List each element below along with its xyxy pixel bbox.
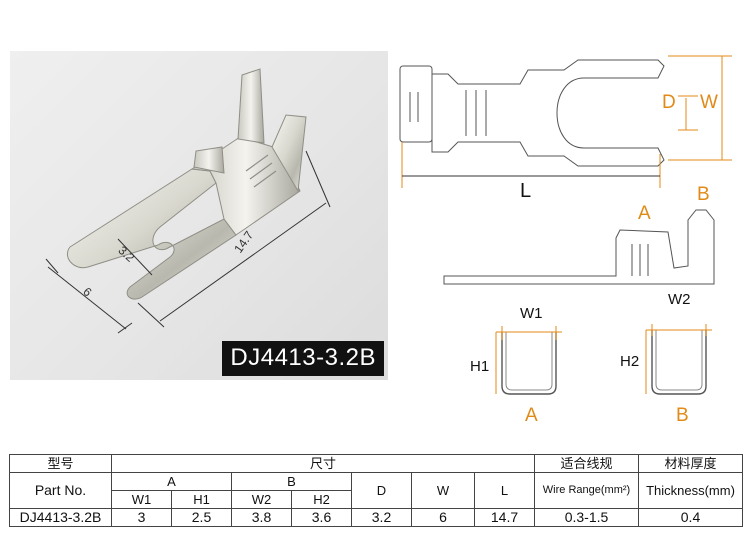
- cell-l: 14.7: [474, 508, 535, 527]
- side-view-outline: [443, 209, 715, 285]
- header-w2: W2: [231, 490, 292, 509]
- header-model-cn: 型号: [9, 454, 112, 473]
- header-w1: W1: [111, 490, 172, 509]
- header-w: W: [411, 472, 475, 509]
- cell-w: 6: [411, 508, 475, 527]
- label-a-section: A: [525, 405, 538, 426]
- section-b-outline: [651, 330, 707, 395]
- label-l: L: [520, 180, 532, 202]
- model-label: DJ4413-3.2B: [222, 341, 384, 376]
- label-h1: H1: [470, 358, 490, 375]
- header-size-cn: 尺寸: [111, 454, 535, 473]
- header-wire-cn: 适合线规: [534, 454, 639, 473]
- label-w2: W2: [668, 291, 691, 308]
- technical-drawing: [399, 55, 732, 395]
- label-d: D: [662, 92, 676, 113]
- header-row-groups: Part No. A B D W L Wire Range(mm²) Thick…: [9, 472, 743, 509]
- header-wire-range: Wire Range(mm²): [534, 472, 639, 509]
- header-part-no: Part No.: [9, 472, 112, 509]
- section-a-outline: [501, 332, 557, 395]
- header-d: D: [351, 472, 412, 509]
- header-thickness-cn: 材料厚度: [638, 454, 743, 473]
- table-row: DJ4413-3.2B 3 2.5 3.8 3.6 3.2 6 14.7 0.3…: [9, 508, 743, 527]
- cell-h1: 2.5: [171, 508, 232, 527]
- cell-wire-range: 0.3-1.5: [534, 508, 639, 527]
- label-w: W: [700, 92, 718, 113]
- label-b-side: B: [697, 184, 710, 205]
- header-h1: H1: [171, 490, 232, 509]
- cell-d: 3.2: [351, 508, 412, 527]
- spec-table: 型号 尺寸 适合线规 材料厚度 Part No. A B D W L Wire …: [9, 454, 743, 527]
- label-h2: H2: [620, 353, 640, 370]
- header-l: L: [474, 472, 535, 509]
- spade-terminal-photo: [45, 68, 331, 334]
- cell-part-no: DJ4413-3.2B: [9, 508, 112, 527]
- product-photo: 6 3.2 14.7 DJ4413-3.2B: [10, 51, 388, 380]
- fork-body: [66, 168, 237, 300]
- cell-w2: 3.8: [231, 508, 292, 527]
- cell-thickness: 0.4: [638, 508, 743, 527]
- cell-w1: 3: [111, 508, 172, 527]
- cell-h2: 3.6: [291, 508, 352, 527]
- label-a-side: A: [638, 203, 651, 224]
- header-thickness: Thickness(mm): [638, 472, 743, 509]
- header-group-a: A: [111, 472, 232, 491]
- label-b-section: B: [676, 405, 689, 426]
- header-group-b: B: [231, 472, 352, 491]
- header-row-sub: W1 H1 W2 H2: [10, 490, 743, 509]
- label-w1: W1: [520, 305, 543, 322]
- top-view-outline: [399, 59, 665, 167]
- header-h2: H2: [291, 490, 352, 509]
- header-row-cn: 型号 尺寸 适合线规 材料厚度: [9, 454, 743, 473]
